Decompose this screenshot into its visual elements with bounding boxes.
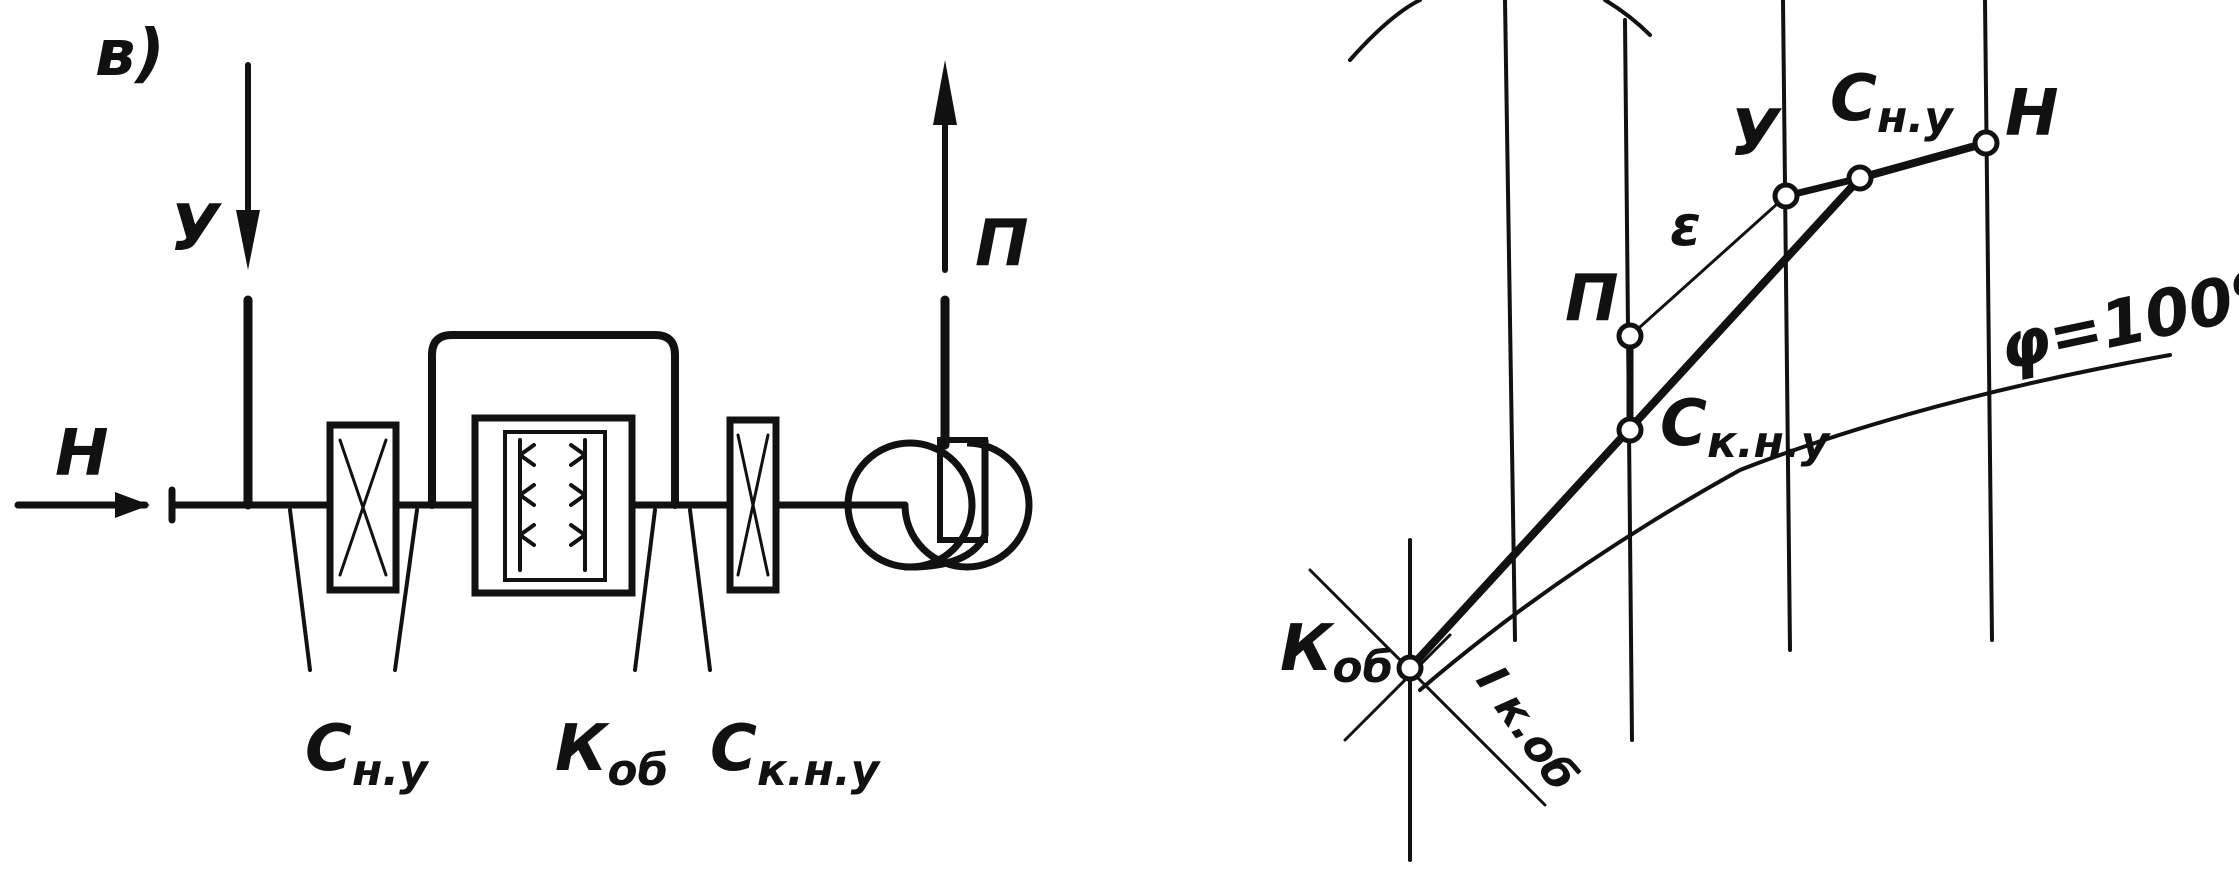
spray-nozzles — [518, 443, 587, 547]
mix-chamber-x2 — [338, 438, 388, 577]
leader-mix1-left — [288, 508, 312, 672]
label-cooler-main: К — [555, 712, 610, 786]
label-cooler-sub: об — [607, 745, 668, 796]
label-point-mix1: Сн.у — [1830, 62, 1955, 143]
point-supply — [1616, 322, 1644, 350]
label-point-mix2-main: С — [1660, 387, 1707, 461]
label-point-outdoor: Н — [2005, 77, 2059, 151]
point-cooler — [1396, 654, 1424, 682]
leader-mix2 — [688, 508, 712, 672]
label-point-mix2-sub: к.н.у — [1707, 417, 1832, 468]
mix-chamber-box — [326, 421, 400, 594]
label-point-mix2: Ск.н.у — [1660, 387, 1832, 468]
id-chart — [1308, 0, 2172, 862]
d-line-outdoor — [1983, 0, 1994, 642]
label-point-mix1-main: С — [1830, 62, 1877, 136]
label-outdoor-air: Н — [55, 417, 109, 491]
cooler-inner — [503, 430, 607, 582]
d-line-a — [1503, 0, 1517, 642]
label-point-mix1-sub: н.у — [1877, 92, 1955, 143]
label-enthalpy: I к.об — [1466, 657, 1588, 800]
label-mix-chamber-2-sub: к.н.у — [757, 745, 882, 796]
label-mix-chamber-main: С — [305, 712, 352, 786]
leader-mix1-right — [393, 508, 419, 672]
schematic — [14, 60, 1033, 672]
label-mix-chamber-sub: н.у — [352, 745, 430, 796]
fan-body — [844, 439, 976, 571]
label-supply-air: П — [975, 207, 1029, 281]
label-cooler: Коб — [555, 712, 668, 796]
schematic-labels: в) Н У П Сн.у Коб Ск.н.у — [55, 17, 1029, 796]
outdoor-air-arrowhead — [115, 492, 150, 518]
exhaust-air-arrowhead — [236, 210, 260, 270]
id-chart-labels: Н У П ε Сн.у Ск.н.у Коб I к.об φ=100% — [1280, 62, 2239, 800]
point-mix1 — [1846, 164, 1874, 192]
label-mix-chamber-2-main: С — [710, 712, 757, 786]
mix-chamber-2-box — [726, 416, 780, 594]
mix-chamber-2-x2 — [736, 433, 770, 577]
point-outdoor — [1972, 129, 2000, 157]
bypass-duct — [428, 331, 679, 509]
fan-outlet-box — [937, 437, 988, 543]
label-point-cooler: Коб — [1280, 612, 1393, 693]
saturation-curve — [1418, 353, 2172, 692]
top-arc-left — [1348, 0, 1422, 62]
panel-letter: в) — [95, 17, 165, 91]
line-supply-to-exhaust — [1628, 194, 1788, 338]
supply-air-arrowhead — [933, 60, 957, 125]
point-exhaust — [1772, 182, 1800, 210]
enthalpy-line-kob — [1308, 568, 1547, 807]
label-ratio: ε — [1670, 194, 1701, 259]
label-point-exhaust: У — [1730, 97, 1782, 171]
label-point-cooler-sub: об — [1332, 642, 1393, 693]
fan-casing — [901, 439, 1033, 571]
label-mix-chamber-2: Ск.н.у — [710, 712, 882, 796]
leader-cooler — [633, 508, 657, 672]
d-line-exhaust — [1781, 0, 1792, 652]
label-exhaust-air: У — [170, 192, 222, 266]
label-point-cooler-main: К — [1280, 612, 1335, 686]
top-arc-right — [1603, 0, 1652, 37]
label-point-supply: П — [1565, 262, 1619, 336]
cooler-box — [471, 414, 636, 597]
label-mix-chamber: Сн.у — [305, 712, 430, 796]
enthalpy-cross — [1343, 633, 1452, 742]
point-mix2 — [1616, 416, 1644, 444]
line-mix1-to-outdoor — [1856, 139, 1990, 182]
